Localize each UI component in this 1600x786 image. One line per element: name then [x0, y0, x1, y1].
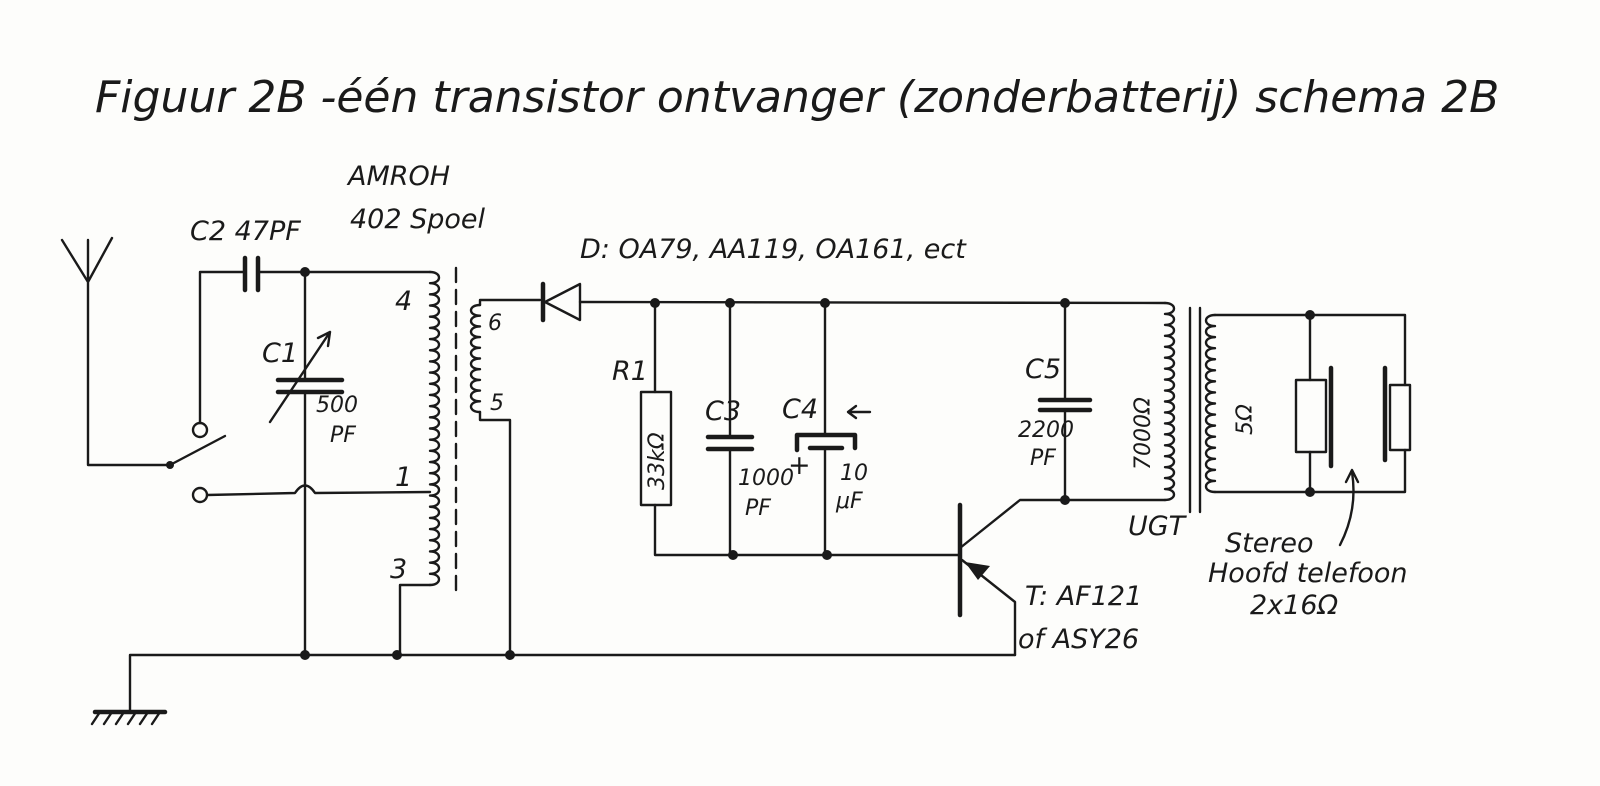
- capacitor-c2: [242, 255, 261, 293]
- antenna-icon: [60, 236, 172, 467]
- diode: [540, 281, 1167, 323]
- electrolytic-capacitor-c4: [794, 298, 872, 560]
- ground-rail: [128, 650, 1017, 712]
- diode-label: D: OA79, AA119, OA161, ect: [580, 234, 967, 265]
- c1-name: C1: [262, 338, 298, 369]
- c1-value: 500: [316, 393, 358, 418]
- headphones-line1: Stereo: [1225, 528, 1314, 559]
- transistor-alt: of ASY26: [1018, 624, 1139, 655]
- c5-value: 2200: [1018, 418, 1074, 443]
- transformer-type: UGT: [1128, 511, 1188, 542]
- c3-unit: PF: [745, 496, 771, 521]
- coil-type-label: 402 Spoel: [350, 204, 486, 235]
- pointer-arrow-icon: [1338, 468, 1360, 547]
- resistor-r1: [639, 298, 962, 557]
- c1-unit: PF: [330, 423, 356, 448]
- tap-6-label: 6: [488, 311, 502, 336]
- c2-label: C2 47PF: [190, 216, 301, 247]
- c5-name: C5: [1025, 354, 1061, 385]
- c3-name: C3: [705, 396, 741, 427]
- headphone-right: [1382, 365, 1412, 463]
- capacitor-c5: [1037, 298, 1093, 502]
- band-switch: [166, 270, 432, 504]
- primary-impedance: 7000Ω: [1131, 397, 1156, 470]
- transistor-type: T: AF121: [1025, 581, 1142, 612]
- r1-name: R1: [612, 356, 648, 387]
- output-transformer: [1163, 301, 1407, 514]
- transistor: [957, 495, 1167, 657]
- r1-value: 33kΩ: [645, 432, 670, 490]
- ground-icon: [90, 709, 168, 726]
- tap-1-label: 1: [395, 462, 412, 493]
- variable-capacitor-c1: [268, 267, 345, 657]
- c4-unit: μF: [835, 489, 863, 514]
- headphones-line3: 2x16Ω: [1250, 590, 1339, 621]
- tap-5-label: 5: [490, 391, 504, 416]
- coupling-coil: [469, 298, 542, 657]
- c4-plus: +: [788, 450, 811, 481]
- capacitor-c3: [705, 298, 755, 560]
- tap-4-label: 4: [395, 286, 412, 317]
- c4-name: C4: [782, 394, 818, 425]
- c3-value: 1000: [738, 466, 794, 491]
- coil-maker-label: AMROH: [346, 161, 450, 192]
- diagram-title: Figuur 2B -één transistor ontvanger (zon…: [95, 72, 1499, 123]
- headphones-line2: Hoofd telefoon: [1208, 558, 1408, 589]
- c5-unit: PF: [1030, 446, 1056, 471]
- tap-3-label: 3: [390, 554, 407, 585]
- headphone-left: [1294, 313, 1334, 494]
- c4-value: 10: [840, 461, 868, 486]
- secondary-impedance: 5Ω: [1233, 404, 1258, 435]
- antenna-coil: [398, 266, 458, 657]
